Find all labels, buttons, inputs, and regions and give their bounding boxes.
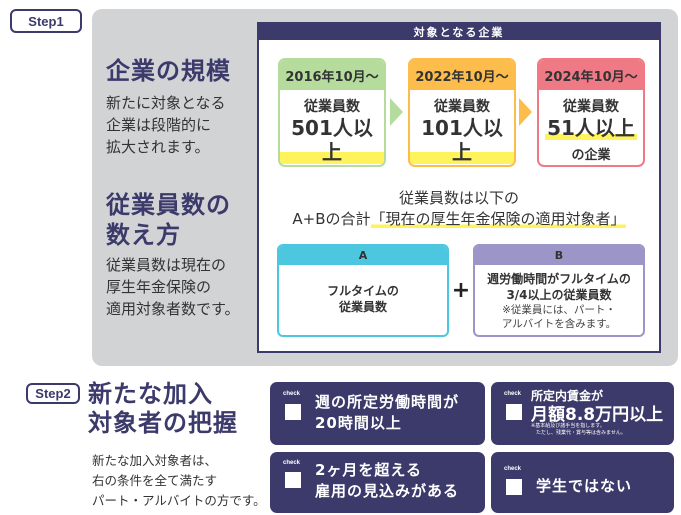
- text-line: ただし、残業代・賞与等は含みません。: [536, 429, 626, 436]
- box-a-label: A: [279, 246, 447, 265]
- checkbox[interactable]: [285, 404, 301, 420]
- arrow-right-icon: [390, 98, 403, 126]
- plus-icon: +: [451, 278, 471, 303]
- arrow-right-icon: [519, 98, 532, 126]
- box-b-parttime: B 週労働時間がフルタイムの 3/4以上の従業員数 ※従業員には、パート・ アル…: [473, 244, 645, 337]
- formula-highlight: 「現在の厚生年金保険の適用対象者」: [370, 210, 626, 228]
- condition-text-top: 所定内賃金が: [531, 389, 604, 403]
- text-line: 新たな加入対象者は、: [92, 453, 218, 468]
- formula-prefix: A+Bの合計: [292, 210, 371, 228]
- phase-threshold: 101人以上: [410, 116, 514, 164]
- text-line: 対象者の把握: [88, 409, 238, 437]
- formula-line-2: A+Bの合計「現在の厚生年金保険の適用対象者」: [259, 208, 659, 229]
- phase-card-2024: 2024年10月〜 従業員数 51人以上 の企業: [537, 58, 645, 167]
- phase-label: 従業員数: [434, 99, 490, 115]
- condition-text: 学生ではない: [536, 477, 633, 495]
- condition-text: 2ヶ月を超える 雇用の見込みがある: [315, 460, 459, 502]
- text-line: 雇用の見込みがある: [315, 482, 460, 500]
- text-line: 企業は段階的に: [106, 116, 212, 134]
- formula-line-1: 従業員数は以下の: [398, 189, 519, 207]
- phase-suffix: の企業: [571, 148, 611, 163]
- checkbox[interactable]: [285, 472, 301, 488]
- text-line: 従業員数は現在の: [106, 256, 227, 274]
- text-line: 20時間以上: [315, 414, 402, 432]
- condition-not-student: check 学生ではない: [491, 452, 674, 513]
- new-enrollees-title: 新たな加入 対象者の把握: [88, 380, 238, 438]
- phase-date: 2022年10月〜: [410, 60, 514, 90]
- phase-label: 従業員数: [304, 99, 360, 115]
- condition-note: ※基本給及び諸手当を指します。 ただし、残業代・賞与等は含みません。: [531, 423, 626, 436]
- text-line: ※基本給及び諸手当を指します。: [531, 423, 605, 429]
- phase-card-2022: 2022年10月〜 従業員数 101人以上 の企業: [408, 58, 516, 167]
- check-label: check: [504, 466, 522, 472]
- text-line: 週労働時間がフルタイムの: [487, 272, 631, 286]
- check-label: check: [283, 460, 301, 466]
- box-b-label: B: [475, 246, 643, 265]
- text-line: 厚生年金保険の: [106, 278, 212, 296]
- box-b-text: 週労働時間がフルタイムの 3/4以上の従業員数: [475, 271, 643, 303]
- employee-count-description: 従業員数は現在の 厚生年金保険の 適用対象者数です。: [106, 254, 258, 320]
- text-line: アルバイトを含みます。: [501, 318, 617, 330]
- company-scale-description: 新たに対象となる 企業は段階的に 拡大されます。: [106, 92, 256, 158]
- text-line: パート・アルバイトの方です。: [92, 493, 266, 508]
- condition-weekly-hours: check 週の所定労働時間が 20時間以上: [270, 382, 485, 445]
- text-line: 従業員数の: [106, 191, 231, 219]
- target-companies-header: 対象となる企業: [259, 24, 659, 40]
- check-label: check: [504, 391, 522, 397]
- condition-monthly-wage: check 所定内賃金が 月額8.8万円以上 ※基本給及び諸手当を指します。 た…: [491, 382, 674, 445]
- text-line: 2ヶ月を超える: [315, 461, 422, 479]
- text-line: 新たな加入: [88, 380, 213, 408]
- text-line: 数え方: [106, 221, 181, 249]
- step1-badge: Step1: [10, 9, 82, 33]
- text-line: 週の所定労働時間が: [315, 393, 460, 411]
- text-line: 新たに対象となる: [106, 94, 226, 112]
- text-line: 拡大されます。: [106, 138, 210, 156]
- step2-badge: Step2: [26, 383, 80, 404]
- box-b-note: ※従業員には、パート・ アルバイトを含みます。: [475, 303, 643, 331]
- phase-date: 2016年10月〜: [280, 60, 384, 90]
- phase-label: 従業員数: [563, 99, 619, 115]
- text-line: 右の条件を全て満たす: [92, 473, 218, 488]
- phase-card-2016: 2016年10月〜 従業員数 501人以上 の企業: [278, 58, 386, 167]
- company-scale-title: 企業の規模: [106, 57, 231, 85]
- text-line: ※従業員には、パート・: [502, 304, 616, 316]
- box-a-fulltime: A フルタイムの 従業員数: [277, 244, 449, 337]
- new-enrollees-description: 新たな加入対象者は、 右の条件を全て満たす パート・アルバイトの方です。: [92, 451, 266, 511]
- text-line: 適用対象者数です。: [106, 300, 240, 318]
- text-line: 3/4以上の従業員数: [506, 288, 612, 302]
- checkbox[interactable]: [506, 404, 522, 420]
- condition-text-main: 月額8.8万円以上: [531, 405, 664, 425]
- condition-employment-period: check 2ヶ月を超える 雇用の見込みがある: [270, 452, 485, 513]
- check-label: check: [283, 391, 301, 397]
- checkbox[interactable]: [506, 479, 522, 495]
- employee-count-title: 従業員数の 数え方: [106, 190, 231, 250]
- phase-date: 2024年10月〜: [539, 60, 643, 90]
- phase-threshold: 501人以上: [280, 116, 384, 164]
- text-line: フルタイムの: [327, 284, 399, 298]
- text-line: 従業員数: [338, 300, 387, 314]
- box-a-text: フルタイムの 従業員数: [279, 283, 447, 315]
- condition-text: 週の所定労働時間が 20時間以上: [315, 392, 459, 434]
- phase-threshold: 51人以上: [545, 116, 637, 140]
